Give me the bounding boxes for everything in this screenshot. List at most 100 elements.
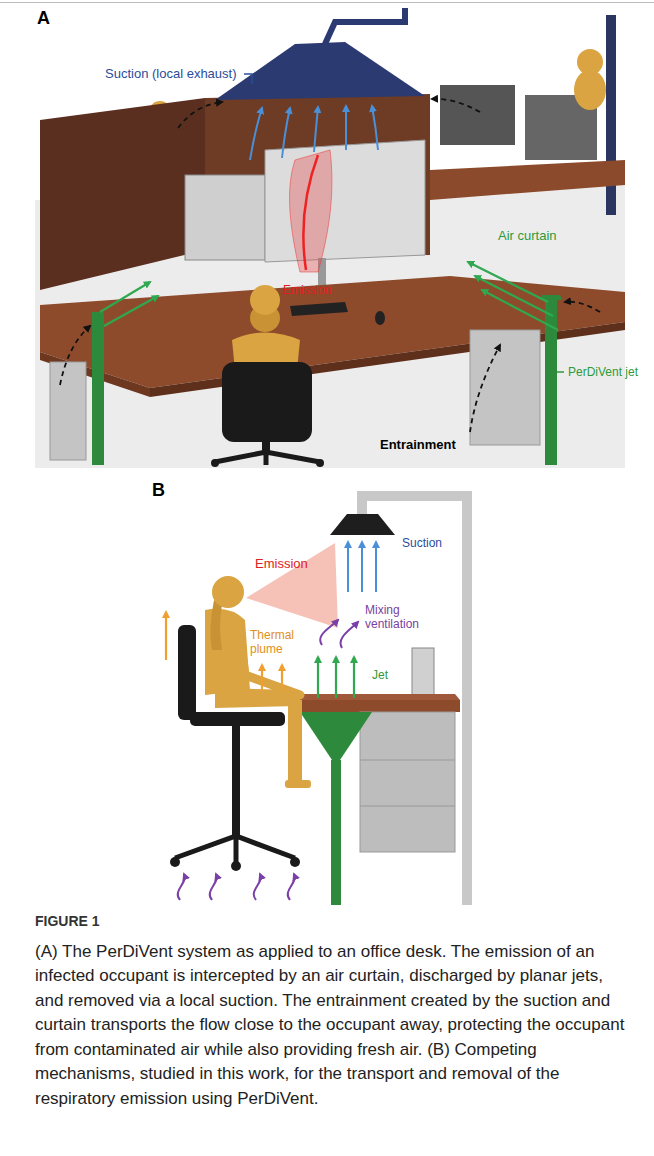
occupant-b xyxy=(205,576,311,788)
desk-b xyxy=(360,712,455,852)
panel-a-scene xyxy=(265,140,425,262)
thermal-plume-arrows xyxy=(281,665,283,690)
air-curtain-arrows xyxy=(482,290,558,330)
suction-arrows xyxy=(314,107,318,152)
figure-number: FIGURE 1 xyxy=(35,913,100,930)
jet-duct-b xyxy=(300,712,372,905)
chair-b xyxy=(178,625,196,720)
emission-cone xyxy=(246,543,338,628)
emission-plume xyxy=(290,150,332,272)
chair-b xyxy=(190,712,285,726)
occupant-a xyxy=(316,459,324,467)
occupant-a xyxy=(211,459,219,467)
thermal-plume-arrows xyxy=(165,612,167,660)
suction-hood-b xyxy=(330,514,395,535)
illustration xyxy=(0,0,654,910)
suction-arrows xyxy=(345,106,347,150)
emission-label: Emission xyxy=(255,556,308,572)
mixing-ventilation-arrows xyxy=(288,874,295,900)
air-curtain-arrows xyxy=(468,262,548,302)
mixing-ventilation-arrows xyxy=(178,874,185,900)
entrainment-arrows xyxy=(565,302,600,312)
emission-label: Emission xyxy=(283,283,332,297)
desk-b xyxy=(292,700,460,712)
thermal-plume-arrows xyxy=(261,665,263,690)
suction-hood xyxy=(215,42,425,100)
panel-a-scene xyxy=(577,49,603,75)
desk-b xyxy=(412,648,434,698)
panel-a-scene xyxy=(430,160,625,200)
mixing-ventilation-label: Mixing ventilation xyxy=(365,603,435,632)
suction-arrows xyxy=(250,108,262,160)
suction-label: Suction xyxy=(402,536,442,550)
occupant-a xyxy=(250,285,280,315)
jet-duct-b xyxy=(300,712,372,760)
desk-b xyxy=(360,806,455,807)
occupant-a xyxy=(211,285,324,467)
suction-hood xyxy=(325,8,405,44)
jet-label: Jet xyxy=(372,668,388,682)
entrainment-label: Entrainment xyxy=(380,437,456,453)
figure-caption: (A) The PerDiVent system as applied to a… xyxy=(35,940,627,1111)
desk-b xyxy=(360,760,455,761)
entrainment-arrows xyxy=(60,99,600,432)
chair-b xyxy=(175,836,295,862)
panel-a-scene xyxy=(40,98,205,290)
panel-letter: A xyxy=(37,8,50,30)
air-curtain-label: Air curtain xyxy=(498,228,557,244)
occupant-a xyxy=(215,452,320,465)
desk-b xyxy=(292,648,460,852)
jet-arrows xyxy=(318,657,354,698)
suction-hood xyxy=(215,8,425,100)
jet-arrows xyxy=(353,657,355,698)
air-curtain-arrows xyxy=(100,262,558,330)
suction-arrows-b xyxy=(375,542,377,592)
panel-a-scene xyxy=(574,70,606,110)
suction-arrows xyxy=(250,106,378,160)
chair-b xyxy=(290,857,300,867)
panel-a-scene xyxy=(440,85,515,145)
desk-a xyxy=(375,311,385,325)
thermal-plume-label: Thermal plume xyxy=(250,628,302,657)
air-curtain-arrows xyxy=(104,296,158,326)
desk-a xyxy=(40,276,625,460)
perdivent-ducts xyxy=(557,371,564,373)
jet-duct-b xyxy=(331,760,341,905)
entrainment-arrows xyxy=(178,102,222,128)
chair-b xyxy=(170,857,180,867)
jet-label: PerDiVent jet xyxy=(568,365,638,379)
panel-a-scene xyxy=(35,15,625,468)
mixing-ventilation-arrows xyxy=(320,620,338,645)
mixing-ventilation-arrows xyxy=(178,620,358,900)
desk-a xyxy=(470,330,540,445)
suction-arrows-b xyxy=(348,542,376,592)
desk-a xyxy=(290,302,348,316)
panel-letter: B xyxy=(152,480,165,502)
entrainment-arrows xyxy=(470,345,500,432)
panel-a-scene xyxy=(185,175,265,260)
occupant-b xyxy=(288,700,302,785)
suction-arrows-b xyxy=(361,542,363,592)
occupant-b xyxy=(210,600,222,650)
chair-b xyxy=(231,861,241,871)
entrainment-arrows xyxy=(432,99,480,112)
occupant-b xyxy=(212,576,244,608)
air-curtain-arrows xyxy=(100,282,150,312)
chair-b xyxy=(232,726,240,836)
perdivent-ducts xyxy=(92,295,564,465)
occupant-a xyxy=(222,362,312,442)
suction-arrows xyxy=(372,106,378,150)
jet-arrows xyxy=(335,657,337,698)
air-curtain-arrows xyxy=(475,276,553,316)
entrainment-arrows xyxy=(60,326,90,385)
mixing-ventilation-arrows xyxy=(341,622,358,648)
emission-plume xyxy=(303,155,318,270)
suction-arrows xyxy=(282,108,290,158)
desk-a xyxy=(50,362,86,460)
suction-hood xyxy=(244,74,252,84)
top-rule xyxy=(0,2,654,3)
occupant-b xyxy=(285,780,311,788)
perdivent-ducts xyxy=(92,312,104,465)
suction-label: Suction (local exhaust) xyxy=(105,66,237,82)
